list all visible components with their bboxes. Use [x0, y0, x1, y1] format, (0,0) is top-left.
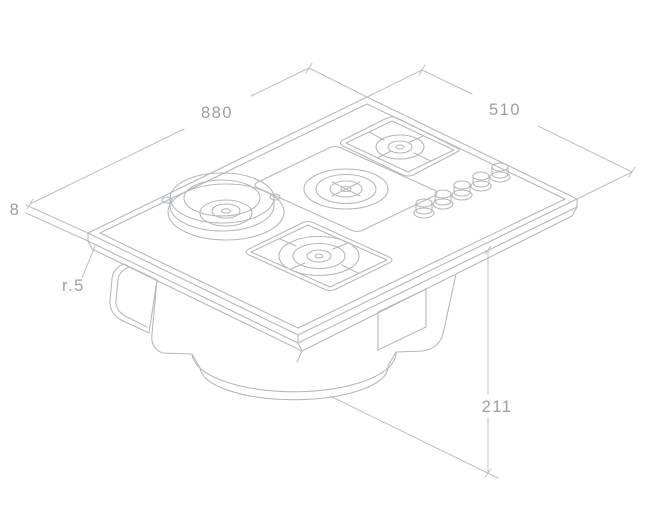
housing-base-rim-upper [191, 351, 397, 393]
control-knob [413, 198, 435, 219]
vent-opening [377, 288, 427, 351]
housing-base-rim-connectors [191, 351, 397, 369]
dimension-lines [25, 62, 636, 479]
top-burner-outer [375, 134, 425, 160]
knob-side [491, 166, 509, 179]
control-knob [432, 189, 454, 210]
central-burner-cross [331, 181, 361, 197]
central-burner-center [340, 185, 352, 193]
knob-side [434, 193, 452, 206]
top-grid-inner [345, 120, 455, 173]
wok-base-ring [167, 183, 285, 241]
bottom-grid-outer [245, 220, 393, 292]
control-knob [489, 162, 511, 183]
dim-thickness-extension [25, 212, 89, 242]
knob-base [451, 189, 473, 201]
top-pan-support [339, 116, 461, 177]
dim-depth-extensions [366, 69, 633, 200]
wok-burner-cap [211, 203, 241, 219]
housing-base-rim-lower [199, 365, 389, 401]
blower-housing [109, 263, 457, 401]
dim-corner-radius-leader [81, 245, 96, 279]
bottom-burner-outer [278, 235, 360, 277]
dim-label-depth: 510 [489, 101, 521, 119]
control-knob [451, 180, 473, 201]
body-skirt-edge [87, 206, 578, 352]
wok-ring-handle-left [161, 196, 173, 204]
glass-bevel [99, 103, 566, 329]
knob-base [413, 207, 435, 219]
control-knobs [413, 162, 511, 219]
dim-depth-line [418, 64, 636, 178]
wok-burner-center [220, 208, 232, 214]
dim-label-thickness: 8 [10, 201, 21, 219]
wok-burner-head [199, 199, 253, 227]
housing-corner-seam [296, 350, 303, 363]
housing-left-edge [151, 279, 193, 355]
dim-height-line [484, 245, 492, 478]
wok-ring-handle-right [269, 193, 281, 201]
wok-ring-inner [183, 179, 261, 217]
wok-burner [161, 172, 285, 241]
top-grid-fingers [368, 131, 432, 162]
central-burner-cap [329, 180, 363, 198]
central-burner-tray [254, 145, 438, 233]
dim-label-width: 880 [201, 104, 233, 122]
tray-outline [254, 145, 438, 233]
bottom-burner-mid [292, 242, 346, 270]
housing-corner-slab [109, 263, 158, 334]
knob-base [489, 171, 511, 183]
bottom-burner-center [314, 253, 324, 259]
dim-width-extensions [25, 67, 368, 234]
knob-base [432, 198, 454, 210]
bottom-burner-cap [306, 249, 332, 263]
bottom-pan-support [245, 220, 393, 292]
knob-base [470, 180, 492, 192]
glass-top [87, 96, 578, 352]
central-burner-mid [315, 173, 377, 205]
housing-right-edge [395, 273, 457, 353]
knob-side [453, 184, 471, 197]
central-burner-outer [303, 168, 389, 210]
top-burner-center [395, 144, 405, 150]
bottom-grid-inner [250, 224, 388, 288]
glass-outline [87, 96, 578, 336]
housing-corner-slab-inner [115, 266, 148, 328]
top-burner-cap [387, 140, 413, 154]
bottom-grid-fingers [279, 238, 359, 274]
knob-side [415, 202, 433, 215]
dim-width-line [26, 62, 313, 210]
knob-side [472, 175, 490, 188]
dim-label-height: 211 [482, 398, 513, 416]
control-knob [470, 171, 492, 192]
top-grid-outer [339, 116, 461, 177]
dim-label-corner-radius: r.5 [62, 277, 85, 295]
dim-height-extension [329, 395, 499, 479]
